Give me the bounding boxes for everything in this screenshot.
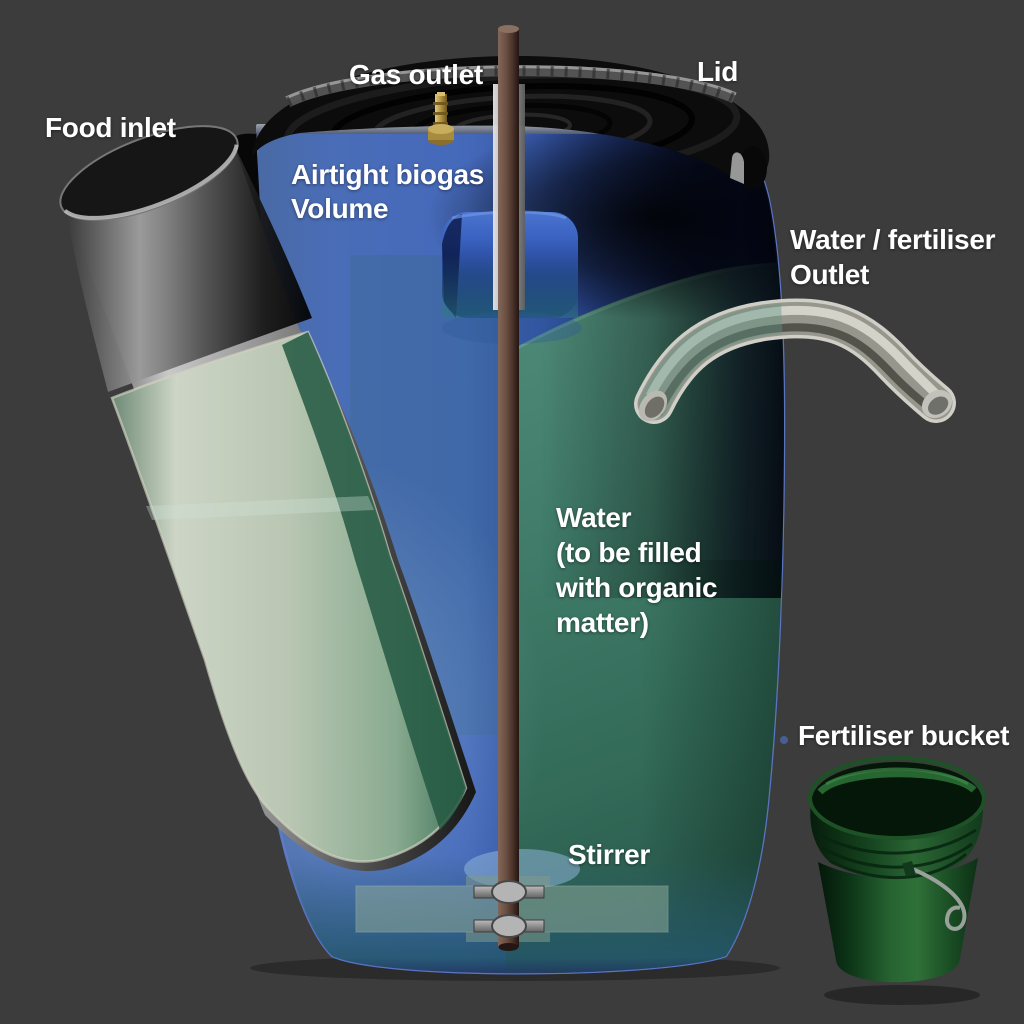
- barrel-interior: [228, 125, 788, 975]
- label-water-fertiliser-outlet: Water / fertiliser Outlet: [790, 222, 996, 292]
- lid-cut-edge: [730, 152, 744, 184]
- tube-inner-right-wall: [282, 332, 466, 830]
- label-gas-outlet: Gas outlet: [349, 58, 483, 92]
- lid-right-skirt: [739, 146, 767, 190]
- stirrer-rod: [498, 28, 519, 948]
- label-line: Water / fertiliser: [790, 224, 996, 255]
- fertiliser-bucket: [808, 756, 986, 983]
- label-line: Water: [556, 502, 632, 533]
- label-line: Lid: [697, 56, 739, 87]
- stirrer-clamp-nut-bottom: [491, 914, 527, 938]
- label-water-contents: Water (to be filled with organic matter): [556, 500, 718, 640]
- stirrer-clamp-nut-top: [491, 880, 527, 904]
- label-line: (to be filled: [556, 537, 702, 568]
- label-line: Outlet: [790, 259, 870, 290]
- tube-fluid-level: [146, 496, 374, 520]
- label-line: Fertiliser bucket: [798, 720, 1010, 751]
- label-line: Food inlet: [45, 112, 176, 143]
- food-inlet-tube: [59, 125, 476, 872]
- label-line: Stirrer: [568, 839, 650, 870]
- label-fertiliser-bucket: Fertiliser bucket: [798, 719, 1010, 753]
- label-line: Volume: [291, 193, 389, 224]
- label-line: Airtight biogas: [291, 159, 485, 190]
- label-airtight-biogas-volume: Airtight biogas Volume: [291, 158, 484, 226]
- label-line: matter): [556, 607, 649, 638]
- outlet-pipe: [634, 298, 956, 424]
- bucket-rim: [808, 756, 986, 840]
- label-line: Gas outlet: [349, 59, 483, 90]
- bucket-handle: [909, 866, 967, 931]
- right-edge-nub: [780, 736, 788, 744]
- label-lid: Lid: [697, 55, 738, 89]
- barrel-handle-bump: [442, 210, 582, 344]
- label-line: with organic: [556, 572, 718, 603]
- rod-top-cap: [498, 25, 519, 33]
- tube-opening: [59, 125, 239, 221]
- bucket-handle-mount: [902, 860, 916, 878]
- bucket-floor-shadow: [824, 985, 980, 1005]
- label-food-inlet: Food inlet: [45, 111, 176, 145]
- bucket-inner-wall: [817, 770, 977, 795]
- label-stirrer: Stirrer: [568, 838, 650, 872]
- rod-bottom-tip: [498, 943, 519, 951]
- bucket-body: [818, 858, 978, 983]
- gas-outlet-fitting: [428, 92, 454, 145]
- stirrer-assembly: [491, 25, 527, 951]
- pipe-translucent-section: [639, 303, 784, 419]
